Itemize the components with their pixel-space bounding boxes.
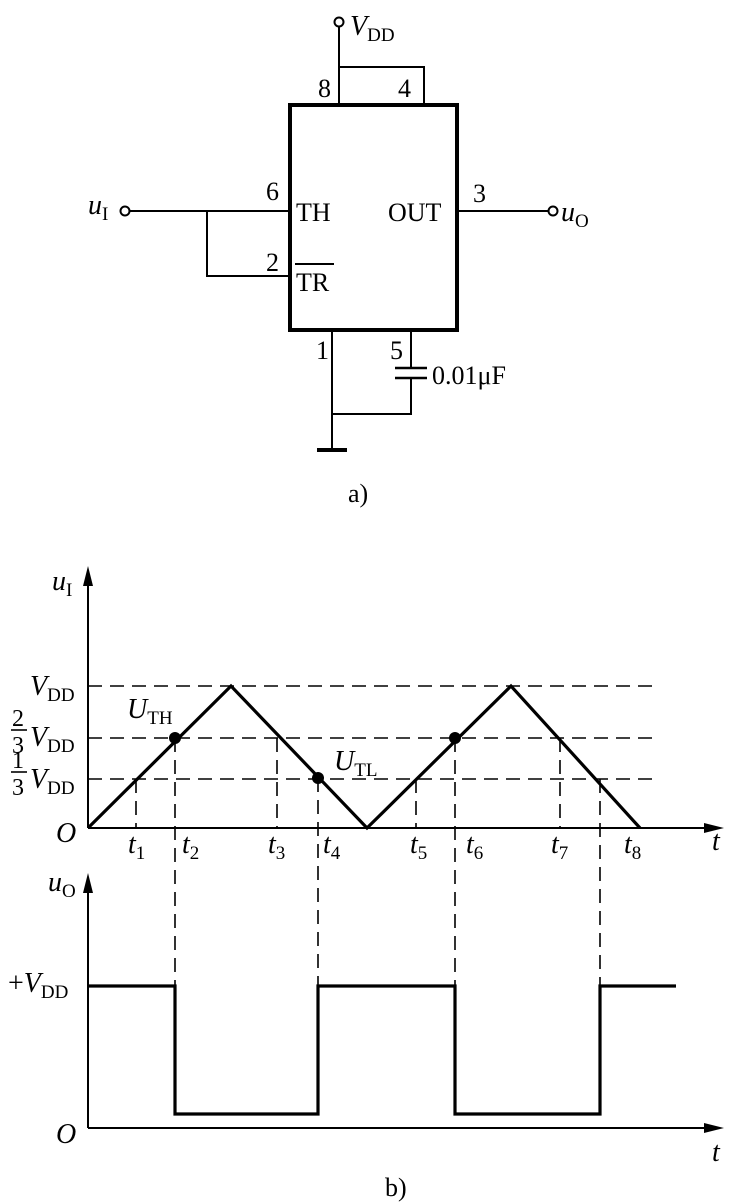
tick-t5: t5: [410, 829, 427, 864]
input-label: uI: [88, 190, 108, 225]
pin-8-label: 8: [318, 74, 331, 103]
origin-label-lower: O: [56, 1119, 76, 1150]
svg-text:2: 2: [12, 706, 24, 732]
vdd-terminal: [333, 16, 345, 28]
caption-b: b): [385, 1173, 407, 1202]
pin-4-label: 4: [398, 74, 411, 103]
level-vdd-label: VDD: [30, 671, 75, 706]
origin-label: O: [56, 818, 76, 849]
ground-wire: [331, 330, 412, 450]
tick-t4: t4: [323, 829, 341, 864]
tick-t3: t3: [268, 829, 285, 864]
ui-axis-label: uI: [52, 566, 72, 601]
tick-t2: t2: [182, 829, 199, 864]
output-high-label: +VDD: [8, 968, 68, 1003]
t-label-lower: t: [712, 1137, 721, 1168]
pin-6-label: 6: [266, 177, 279, 206]
caption-a: a): [348, 479, 368, 508]
uo-axis-label: uO: [48, 867, 76, 902]
uth-point-2: [449, 732, 461, 744]
tick-t7: t7: [551, 829, 568, 864]
utl-label: UTL: [334, 746, 377, 781]
svg-text:3: 3: [12, 733, 24, 759]
tick-t6: t6: [466, 829, 483, 864]
svg-text:3: 3: [12, 775, 24, 801]
uo-t-arrow: [704, 1123, 724, 1133]
tick-t1: t1: [128, 829, 145, 864]
level-two-thirds-label: 2 3 VDD: [11, 706, 75, 759]
input-wire: [130, 210, 290, 277]
svg-text:1: 1: [12, 748, 24, 774]
output-label: uO: [561, 197, 589, 232]
pin-5-label: 5: [390, 336, 403, 365]
output-square-wave: [88, 984, 676, 1116]
output-terminal: [547, 205, 559, 217]
input-triangle-wave: [86, 683, 642, 831]
ui-t-arrow: [704, 823, 724, 833]
tick-t8: t8: [624, 829, 641, 864]
svg-text:VDD: VDD: [30, 722, 75, 757]
pin-2-label: 2: [266, 248, 279, 277]
t-label-upper: t: [712, 826, 721, 857]
uo-y-arrow: [83, 873, 93, 893]
th-label: TH: [296, 198, 331, 227]
tr-label: TR: [296, 268, 330, 297]
uth-label: UTH: [127, 694, 173, 729]
vdd-label: VDD: [350, 11, 395, 46]
ui-y-arrow: [83, 566, 93, 586]
vdd-wire: [338, 27, 425, 105]
pin-1-label: 1: [316, 336, 329, 365]
timer-ic-body: [288, 103, 459, 332]
svg-text:VDD: VDD: [30, 764, 75, 799]
waveform-diagram: uI O t VDD 2 3 VDD 1 3 VDD: [8, 566, 724, 1202]
out-label: OUT: [388, 198, 442, 227]
level-one-third-label: 1 3 VDD: [11, 748, 75, 801]
input-terminal: [119, 205, 131, 217]
utl-point: [312, 772, 324, 784]
pin-3-label: 3: [473, 179, 486, 208]
circuit-diagram: VDD 8 4 TH TR OUT uI 6 2 uO 3 1 5 0.01μF…: [88, 11, 589, 508]
uth-point: [169, 732, 181, 744]
capacitor-value: 0.01μF: [432, 361, 506, 390]
